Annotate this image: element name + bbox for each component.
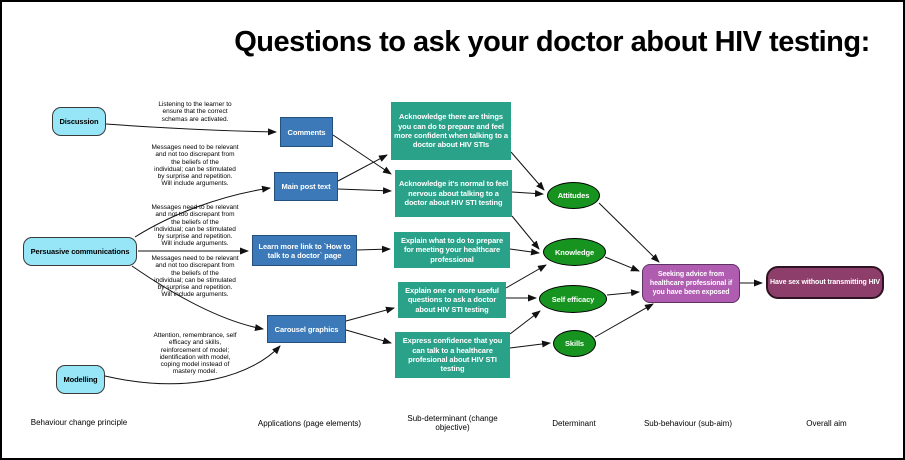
node-comments: Comments [280,117,333,147]
annotation-messages-learn-more: Messages need to be relevant and not too… [151,204,239,248]
column-label-overall-aim: Overall aim [806,419,847,428]
arrow-modelling-to-carousel [104,345,281,385]
arrow-carousel-to-useful-questions [345,306,395,322]
column-label-sub-behaviour: Sub-behaviour (sub-aim) [643,419,733,428]
annotation-messages-carousel: Messages need to be relevant and not too… [151,255,239,299]
arrow-carousel-to-express-confidence [345,329,392,345]
annotation-listening: Listening to the learner to ensure that … [158,101,232,123]
arrow-attitudes-to-seeking-advice [598,202,660,263]
node-knowledge: Knowledge [543,238,606,266]
annotation-messages-main-post: Messages need to be relevant and not too… [151,144,239,188]
arrow-normal-nervous-to-attitudes [511,189,544,197]
node-persuasive-communications: Persuasive communications [23,237,137,266]
page-title: Questions to ask your doctor about HIV t… [234,26,870,58]
node-attitudes: Attitudes [547,182,600,209]
annotation-modelling: Attention, remembrance, self efficacy an… [153,332,237,376]
node-modelling: Modelling [56,365,105,394]
arrow-what-to-do-to-knowledge [509,248,540,256]
arrow-skills-to-seeking-advice [594,303,654,338]
node-discussion: Discussion [52,107,106,136]
node-main-post-text: Main post text [274,172,338,201]
arrow-self-efficacy-to-seeking-advice [606,289,640,297]
node-overall-aim: Have sex without transmitting HIV [766,266,884,299]
arrow-learn-more-to-what-to-do [356,245,391,253]
node-self-efficacy: Self efficacy [539,285,607,313]
arrow-express-confidence-to-skills [509,340,551,349]
column-label-behaviour-change-principle: Behaviour change principle [30,418,128,427]
node-acknowledge-prepare-confident: Acknowledge there are things you can do … [391,102,511,160]
node-carousel-graphics: Carousel graphics [267,315,346,343]
arrow-useful-questions-to-knowledge [505,264,547,289]
column-label-determinant: Determinant [552,419,596,428]
node-acknowledge-normal-nervous: Acknowledge it's normal to feel nervous … [395,170,512,217]
arrow-persuasive-to-main-post [134,185,271,238]
arrow-express-confidence-to-self-efficacy [509,310,541,335]
node-learn-more-link: Learn more link to `How to talk to a doc… [252,235,357,266]
arrow-main-post-to-prepare-confident [337,154,388,182]
arrow-comments-to-normal-nervous [332,134,392,175]
arrow-normal-nervous-to-knowledge [511,215,540,250]
arrow-persuasive-to-carousel [131,265,264,331]
node-explain-what-to-do: Explain what to do to prepare for meetin… [394,232,510,268]
arrow-discussion-to-comments [105,123,277,136]
arrow-knowledge-to-seeking-advice [604,256,640,272]
node-skills: Skills [553,330,596,357]
arrow-prepare-confident-to-attitudes [510,151,545,191]
node-seeking-advice: Seeking advice from healthcare professio… [642,264,740,303]
node-express-confidence: Express confidence that you can talk to … [395,332,510,378]
node-explain-useful-questions: Explain one or more useful questions to … [398,282,506,318]
column-label-sub-determinant: Sub-determinant (change objective) [407,414,498,433]
arrow-main-post-to-normal-nervous [337,187,392,195]
column-label-applications: Applications (page elements) [257,419,362,428]
